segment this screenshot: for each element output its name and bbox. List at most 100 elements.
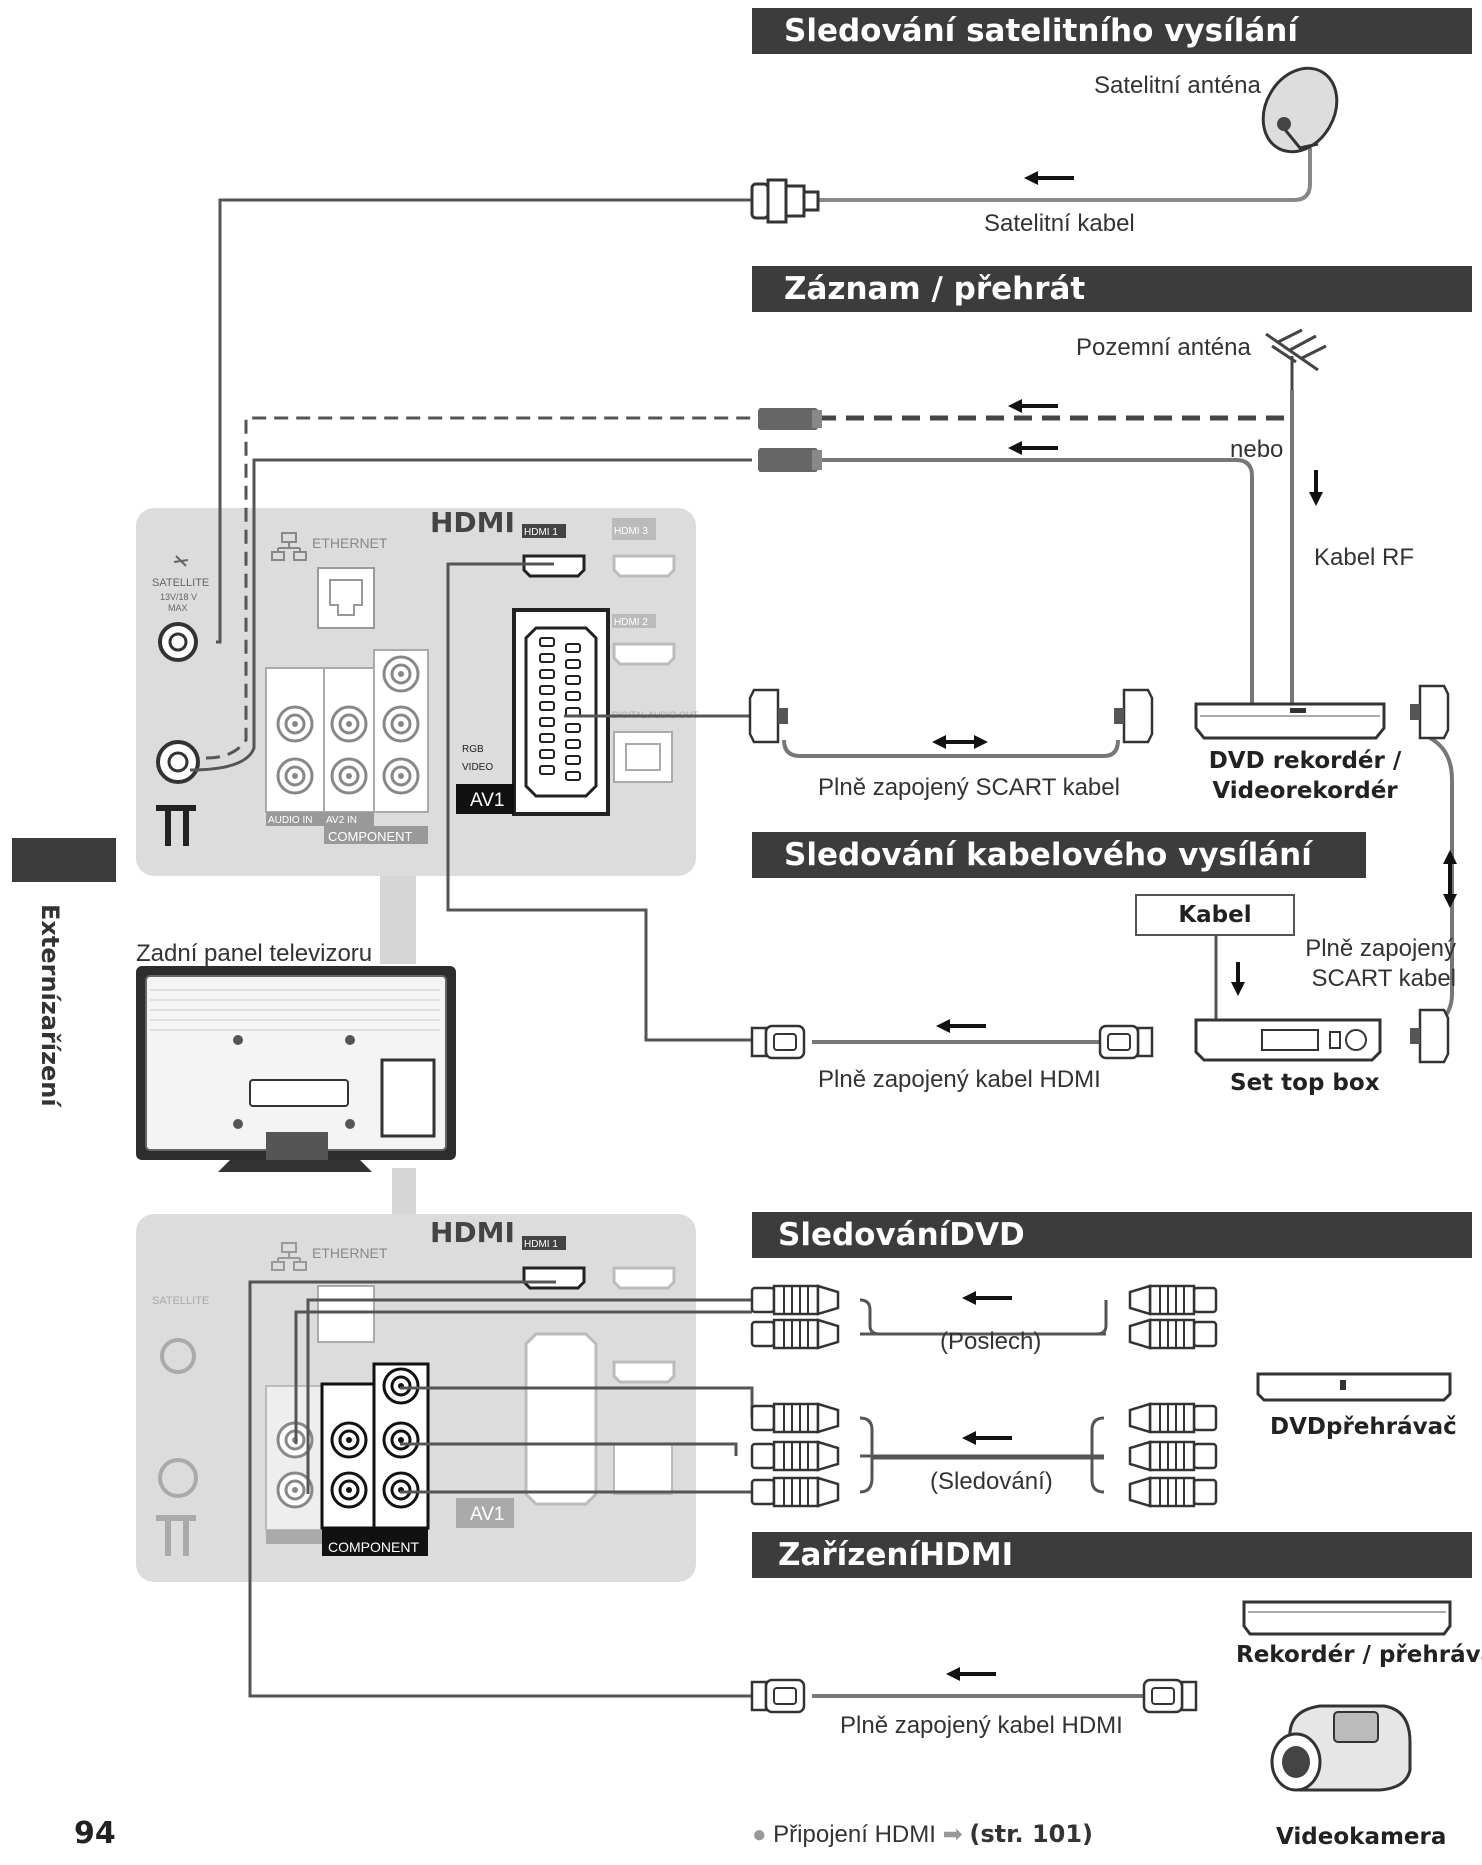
svg-text:ETHERNET: ETHERNET (312, 1245, 388, 1261)
label-scart-right-line2: SCART kabel (1311, 965, 1456, 992)
cable-box-label: Kabel (1135, 894, 1295, 936)
label-terrestrial-antenna: Pozemní anténa (1076, 334, 1251, 361)
rca-plug-audio-l-tv (750, 1284, 840, 1316)
arrow-down-icon (1231, 962, 1245, 996)
tv-panel-lower: HDMI ETHERNET SATELLITE COMPONENT HDMI 1 (136, 1214, 696, 1582)
label-recorder-player: Rekordér / přehrávač (1236, 1642, 1482, 1668)
svg-text:HDMI 2: HDMI 2 (614, 617, 648, 628)
header-cable: Sledování kabelového vysílání (752, 832, 1366, 878)
rca-plug-y-dvd (1128, 1402, 1218, 1434)
label-hdmi-cable-2: Plně zapojený kabel HDMI (840, 1712, 1123, 1739)
arrow-left-icon (1024, 171, 1074, 185)
label-dvd-recorder-line1: DVD rekordér / (1208, 748, 1402, 774)
satellite-spec-1: 13V/18 V (160, 592, 197, 602)
label-rf-cable: Kabel RF (1314, 544, 1415, 571)
antenna-symbol-icon (156, 805, 196, 846)
connectors (748, 178, 1450, 1714)
ethernet-port (317, 567, 375, 629)
label-dvd-recorder-line2: Videorekordér (1212, 778, 1398, 804)
ethernet-icon (271, 532, 307, 561)
label-scart-cable-right: Plně zapojený SCART kabel (1280, 934, 1456, 994)
header-satellite: Sledování satelitního vysílání (752, 8, 1472, 54)
bullet-icon: ● (752, 1821, 767, 1848)
av2-component-block: AUDIO IN AV2 IN COMPONENT (265, 649, 429, 844)
satellite-dish-icon (173, 555, 189, 567)
svg-text:SATELLITE: SATELLITE (152, 1295, 209, 1307)
component-label: COMPONENT (328, 829, 413, 844)
hdmi-plug-tv-1 (750, 1024, 806, 1060)
zoom-wedge-lower (392, 1168, 416, 1216)
av2-in-label: AV2 IN (326, 815, 357, 826)
hdmi-plug-tv-2 (750, 1678, 806, 1714)
label-satellite-antenna: Satelitní anténa (1094, 72, 1261, 99)
zoom-wedge-upper (380, 876, 416, 964)
scart-plug-right (1112, 688, 1154, 744)
devices (1194, 66, 1452, 1792)
tv-panel-upper: HDMI ETHERNET SATELLITE 13V/18 V MAX (136, 506, 699, 876)
header-hdmi-device: ZařízeníHDMI (752, 1532, 1472, 1578)
arrow-left-icon (936, 1019, 986, 1033)
arrow-right-icon: ➡ (942, 1821, 963, 1848)
av1-scart-port: RGB VIDEO AV1 (456, 608, 610, 816)
rf-plug-solid (758, 448, 822, 472)
svg-text:RGB: RGB (462, 744, 484, 755)
svg-text:AV1: AV1 (470, 1504, 505, 1525)
hdmi2-port: HDMI 2 (612, 614, 676, 666)
arrow-left-icon (962, 1431, 1012, 1445)
label-tv-back-panel: Zadní panel televizoru (136, 940, 373, 967)
hdmi1-port-lower (522, 1266, 586, 1290)
arrows (932, 171, 1457, 1681)
scart-plug-dvd-top (1408, 684, 1450, 740)
rca-plug-pr-tv (750, 1476, 840, 1508)
hdmi-plug-stb (1098, 1024, 1154, 1060)
terrestrial-antenna-icon (1265, 328, 1327, 390)
label-or: nebo (1230, 436, 1284, 463)
ethernet-icon (271, 1242, 307, 1271)
f-plug-satellite (750, 178, 820, 224)
hdmi3-port: HDMI 3 (612, 518, 676, 578)
scart-plug-stb (1408, 1008, 1450, 1064)
arrow-left-icon (1008, 441, 1058, 455)
scart-plug-left (748, 688, 790, 744)
arrow-updown-icon (1443, 850, 1457, 908)
ethernet-label: ETHERNET (312, 535, 388, 551)
rca-plug-y-tv (750, 1402, 840, 1434)
label-watch: (Sledování) (930, 1468, 1053, 1495)
label-camcorder: Videokamera (1276, 1824, 1447, 1850)
label-scart-right-line1: Plně zapojený (1305, 935, 1456, 962)
label-dvd-player: DVDpřehrávač (1270, 1414, 1457, 1440)
satellite-port-label: SATELLITE (152, 577, 209, 589)
label-hdmi-cable-1: Plně zapojený kabel HDMI (818, 1066, 1101, 1093)
header-dvd: SledováníDVD (752, 1212, 1472, 1258)
hdmi-logo: HDMI (430, 506, 515, 539)
hdmi-plug-recorder (1142, 1678, 1198, 1714)
arrow-down-icon (1309, 470, 1323, 506)
svg-text:HDMI 1: HDMI 1 (524, 1239, 558, 1250)
arrow-left-icon (1008, 399, 1058, 413)
dvd-player-icon (1256, 1372, 1452, 1402)
rca-plug-pr-dvd (1128, 1476, 1218, 1508)
svg-text:COMPONENT: COMPONENT (328, 1539, 419, 1555)
audio-in-label: AUDIO IN (268, 815, 312, 826)
satellite-spec-2: MAX (168, 603, 188, 613)
section-title-vertical: Externízařízení (36, 904, 64, 1107)
set-top-box-icon (1194, 1018, 1382, 1062)
hdmi1-port: HDMI 1 (522, 524, 586, 578)
svg-text:HDMI 1: HDMI 1 (524, 527, 558, 538)
rca-plug-pb-tv (750, 1440, 840, 1472)
rca-plug-pb-dvd (1128, 1440, 1218, 1472)
label-satellite-cable: Satelitní kabel (984, 210, 1135, 237)
tv-back-illustration (136, 966, 456, 1172)
dvd-recorder-icon (1194, 702, 1386, 740)
svg-text:HDMI: HDMI (430, 1216, 515, 1249)
footer-note: ● Připojení HDMI ➡ (str. 101) (752, 1820, 1093, 1849)
arrow-both-icon (932, 735, 988, 749)
footer-page-ref: (str. 101) (969, 1820, 1094, 1848)
label-scart-cable: Plně zapojený SCART kabel (818, 774, 1120, 801)
section-tab (12, 838, 116, 882)
page-number: 94 (74, 1816, 116, 1851)
av1-label: AV1 (470, 790, 505, 811)
rca-plug-audio-r-tv (750, 1318, 840, 1350)
label-set-top-box: Set top box (1230, 1070, 1380, 1096)
